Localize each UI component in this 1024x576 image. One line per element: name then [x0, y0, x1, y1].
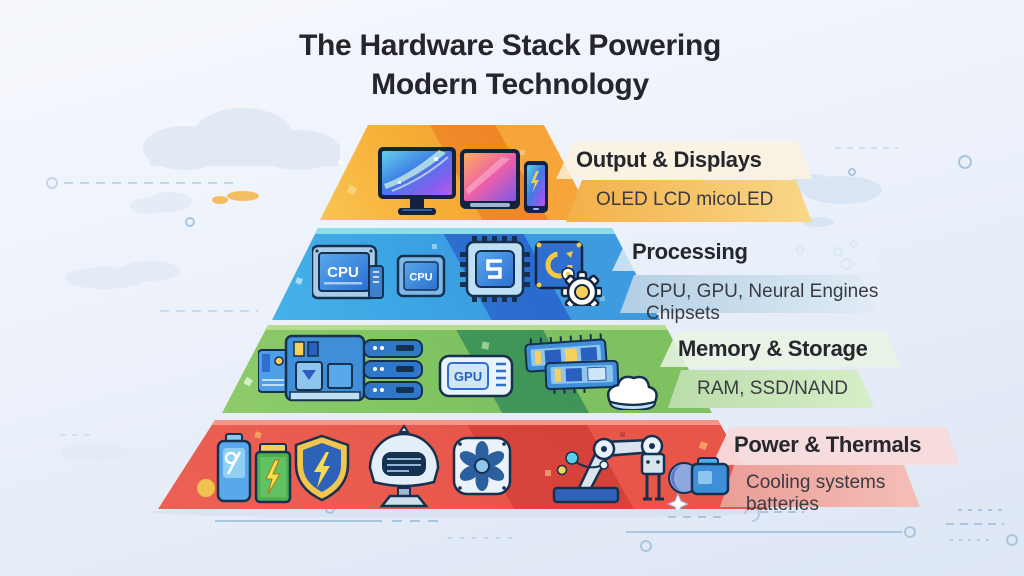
gpu-card-icon: GPU [438, 354, 514, 398]
sun-icon [197, 479, 215, 497]
chip-with-gear-icon [534, 240, 602, 306]
heading-band-processing [612, 233, 880, 271]
robot-head-icon [368, 424, 440, 508]
display-devices-icons [378, 147, 548, 215]
cloud-shapes [61, 108, 882, 461]
cpu-chip-small-icon: CPU [396, 254, 446, 298]
subtitle-processing-line2: Chipsets [646, 303, 720, 324]
subtitle-processing: CPU, GPU, Neural Engines Chipsets [646, 281, 878, 325]
smartphone-icon [524, 161, 548, 213]
cooling-fan-icon [452, 436, 512, 496]
title-line-2: Modern Technology [371, 68, 649, 101]
heading-band-memory [660, 331, 900, 367]
processing-icons: CPU CPU [312, 236, 602, 306]
subtitle-banner-displays [566, 180, 812, 222]
cpu-chip-large-icon: CPU [312, 244, 384, 300]
subtitle-displays-line1: OLED LCD micoLED [596, 189, 774, 210]
subtitle-memory: RAM, SSD/NAND [697, 378, 848, 400]
tablet-icon [460, 149, 520, 209]
page-title: The Hardware Stack Powering Modern Techn… [0, 26, 1020, 104]
robot-arm-icon [552, 434, 666, 504]
heading-band-displays [556, 141, 812, 179]
heading-processing: Processing [632, 239, 748, 264]
subtitle-banner-processing [620, 275, 876, 313]
dashed-lines [46, 147, 898, 436]
microchip-icon [460, 236, 530, 302]
cpu-small-label: CPU [409, 272, 432, 284]
title-line-1: The Hardware Stack Powering [298, 29, 722, 62]
memory-storage-icons: GPU [258, 333, 658, 410]
power-thermal-icons [197, 424, 730, 510]
storage-unit-icon [258, 334, 423, 402]
server-stack-icon [363, 339, 423, 400]
heading-power: Power & Thermals [734, 432, 922, 457]
heading-displays: Output & Displays [576, 147, 762, 172]
circuit-lines [215, 504, 1018, 552]
subtitle-power-line1: Cooling systems [746, 472, 886, 493]
subtitle-power-line2: batteries [746, 494, 819, 515]
battery-green-icon [254, 443, 292, 504]
subtitle-banner-power [720, 465, 920, 507]
desktop-monitor-icon [378, 147, 456, 215]
cpu-large-label: CPU [327, 264, 359, 281]
sparkle-icon [666, 492, 690, 510]
subtitle-processing-line1: CPU, GPU, Neural Engines [646, 281, 879, 302]
subtitle-banner-memory [668, 370, 874, 408]
subtitle-displays: OLED LCD micoLED [596, 189, 773, 211]
ram-modules-icon [524, 333, 658, 410]
pyramid-layer-displays [320, 125, 594, 220]
heading-band-power [712, 427, 960, 465]
cloud-icon [607, 375, 658, 410]
subtitle-power: Cooling systems batteries [746, 472, 885, 516]
power-shield-icon [294, 434, 350, 502]
gpu-label: GPU [454, 369, 482, 384]
subtitle-memory-line1: RAM, SSD/NAND [697, 378, 848, 399]
gear-icon [560, 270, 602, 306]
pyramid-shadow [150, 506, 770, 518]
coin-cell-icon [666, 457, 730, 510]
battery-blue-icon [216, 433, 252, 503]
heading-memory: Memory & Storage [678, 336, 868, 361]
battery-pack-icon [690, 457, 730, 496]
